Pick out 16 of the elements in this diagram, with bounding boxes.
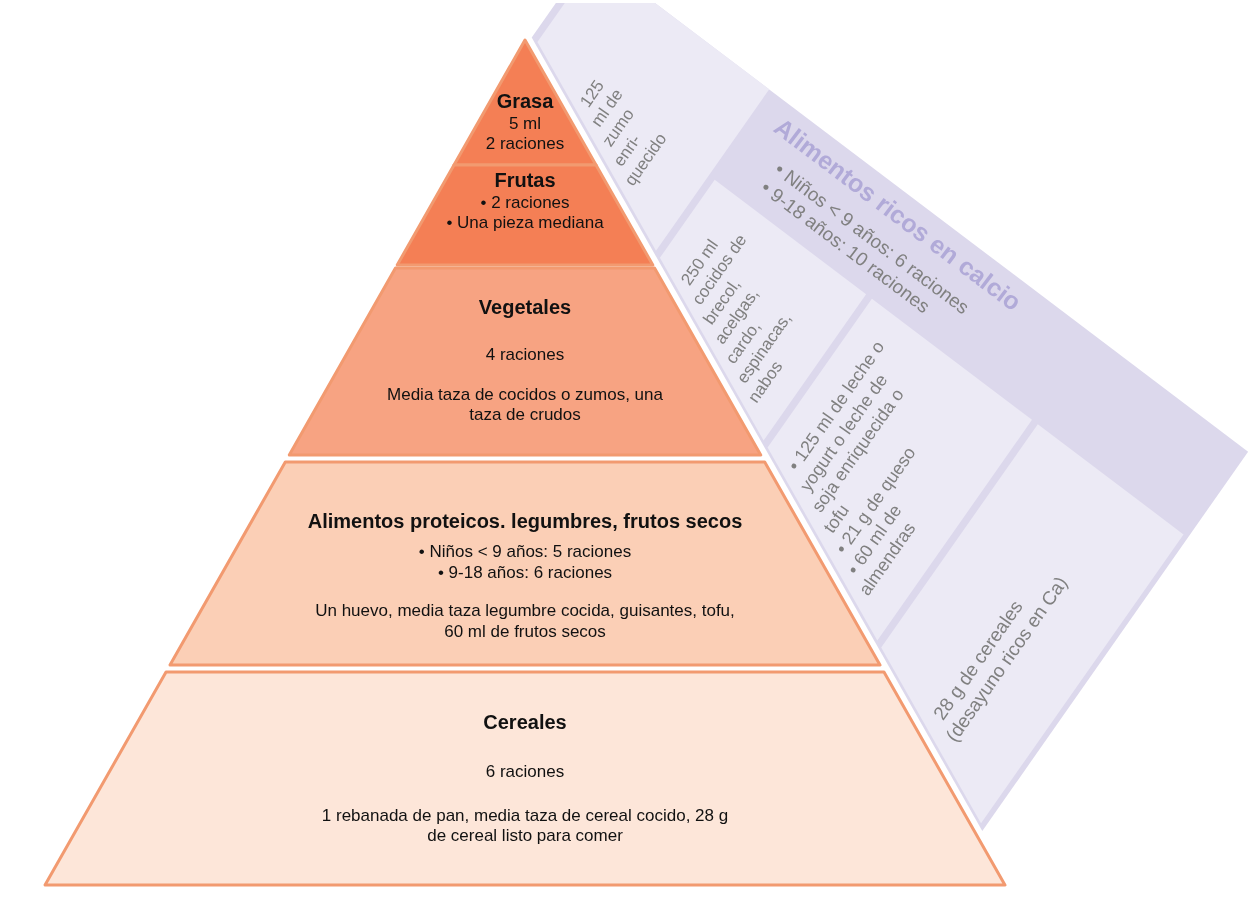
- example-text: Media taza de cocidos o zumos, una taza de crudos: [387, 385, 663, 425]
- serving-text: 6 raciones: [485, 761, 565, 781]
- serving-text: 4 raciones: [485, 344, 565, 364]
- serving-text: 2 raciones: [485, 134, 565, 154]
- bullet-item: • Una pieza mediana: [446, 213, 604, 233]
- example-text: 1 rebanada de pan, media taza de cereal cocido, 28 g de cereal listo para comer: [321, 806, 729, 846]
- tier-heading: Vegetales: [478, 296, 572, 319]
- tier-heading: Alimentos proteicos. legumbres, frutos secos: [307, 510, 743, 533]
- example-text: Un huevo, media taza legumbre cocida, guisantes, tofu, 60 ml de frutos secos: [315, 601, 735, 641]
- bullet-item: • 2 raciones: [480, 192, 570, 212]
- bullet-item: • Niños < 9 años: 5 raciones: [418, 542, 632, 562]
- tier-heading: Grasa: [496, 89, 554, 112]
- tier-heading: Cereales: [483, 711, 567, 734]
- tier-heading: Frutas: [494, 168, 556, 191]
- serving-text: 5 ml: [508, 113, 542, 133]
- bullet-item: • 9-18 años: 6 raciones: [437, 562, 613, 582]
